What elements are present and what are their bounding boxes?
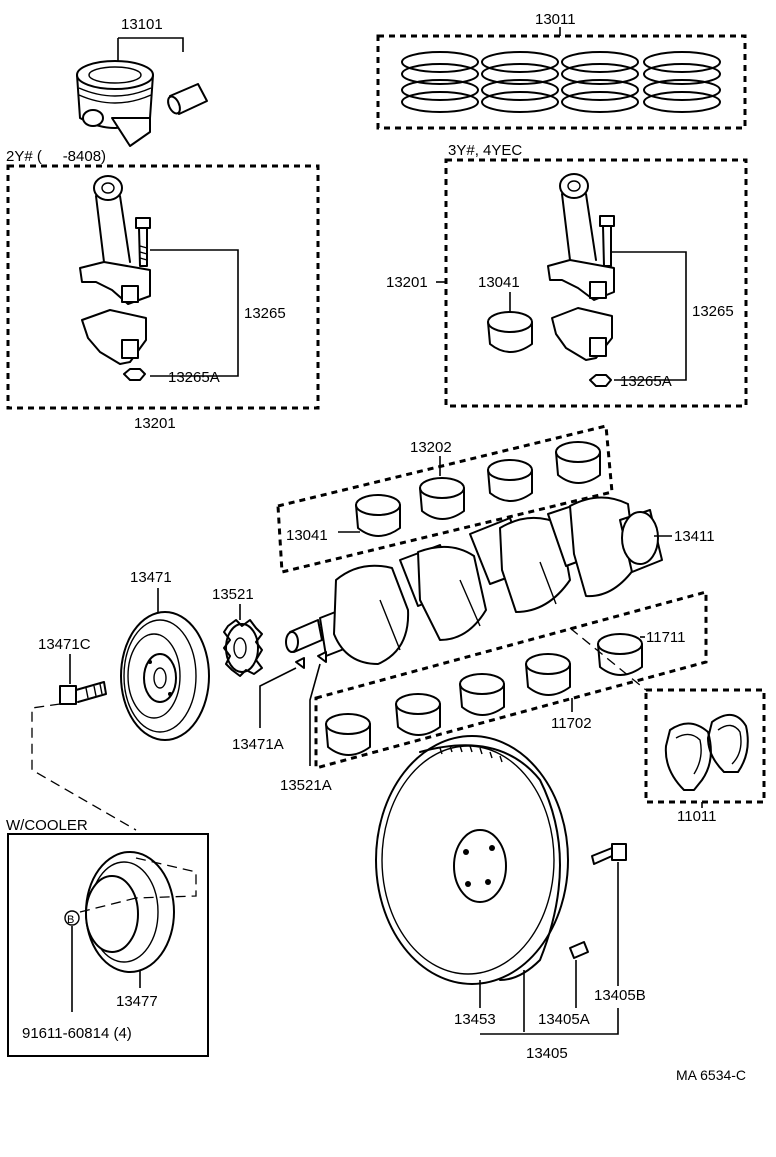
thrust-washer-icon-1 <box>664 722 712 791</box>
label-cooler-pulley: 13477 <box>116 993 158 1010</box>
piston-pin-icon <box>167 83 208 115</box>
thrust-washer-group: 11011 <box>569 627 766 825</box>
label-rod-nut-left: 13265A <box>168 369 220 386</box>
left-rod-group: 2Y# ( -8408) 13265 13265A 13201 <box>6 148 320 432</box>
label-rod-bearing-right: 13041 <box>478 274 520 291</box>
label-key-a: 13471A <box>232 736 284 753</box>
rod-bolt-icon-right <box>599 215 615 267</box>
label-crankshaft: 13411 <box>674 528 715 545</box>
rod-bolt-icon-left <box>135 217 151 267</box>
flywheel-group: 13453 13405A 13405B 13405 <box>375 735 646 1062</box>
label-main-bearing-set: 11702 <box>551 715 592 732</box>
piston-ring-icon-2 <box>481 51 559 113</box>
label-cooler-title: W/COOLER <box>6 817 88 834</box>
bearing-shell-icon-1 <box>355 494 401 537</box>
rod-nut-icon-right <box>589 374 612 387</box>
woodruff-key-group: 13471A 13521A <box>232 651 332 794</box>
key-icon-a <box>295 657 305 669</box>
cooler-group: W/COOLER B 13477 91611-60814 (4) <box>6 703 209 1057</box>
flywheel-pin-icon <box>569 941 589 959</box>
main-bearing-box <box>314 590 708 770</box>
left-rod-box <box>6 164 320 410</box>
pulley-bolt-icon <box>59 681 107 705</box>
label-bearing-set: 13202 <box>410 439 452 456</box>
label-rings: 13011 <box>535 11 576 28</box>
main-bearing-icon-3 <box>459 673 505 716</box>
right-rod-box <box>444 158 748 408</box>
flywheel-icon <box>375 735 569 985</box>
right-rod-group: 3Y#, 4YEC 13201 13041 13265 13265A <box>386 142 748 408</box>
label-rod-bolt-left: 13265 <box>244 305 286 322</box>
label-bearing-upper: 13041 <box>286 527 328 544</box>
flywheel-bolt-icon <box>591 843 627 865</box>
rings-box <box>376 34 747 130</box>
label-rod-bolt-right: 13265 <box>692 303 734 320</box>
crankshaft-group: 13411 <box>285 496 715 665</box>
key-icon-b <box>317 651 327 663</box>
connecting-rod-icon-left <box>79 175 151 365</box>
bearing-set-box <box>276 424 614 574</box>
label-thrust-washer: 11011 <box>677 808 717 825</box>
label-pulley-bolt: 13471C <box>38 636 91 653</box>
piston-ring-icon-4 <box>643 51 721 113</box>
label-flywheel-ring: 13453 <box>454 1011 496 1028</box>
main-bearing-icon-5 <box>597 633 643 676</box>
main-bearing-icon-4 <box>525 653 571 696</box>
connecting-rod-icon-right <box>547 173 615 361</box>
piston-rings-group: 13011 <box>376 11 747 130</box>
label-rod-right: 13201 <box>386 274 428 291</box>
thrust-washer-icon-2 <box>707 714 749 773</box>
callout-b-icon <box>64 910 80 926</box>
thrust-washer-box <box>644 688 766 804</box>
rod-bearing-icon-right <box>487 311 533 353</box>
piston-ring-icon-1 <box>401 51 479 113</box>
timing-gear-icon <box>223 619 263 677</box>
label-flywheel: 13405 <box>526 1045 568 1062</box>
bearing-shell-icon-3 <box>487 459 533 502</box>
label-main-bearing-1: 11711 <box>646 629 686 646</box>
timing-gear-group: 13521 <box>212 586 263 677</box>
crank-pulley-icon <box>120 611 210 741</box>
main-bearing-group: 11711 11702 <box>314 590 708 770</box>
cooler-box <box>7 833 209 1057</box>
bearing-shell-icon-4 <box>555 441 601 484</box>
label-variant-left: 2Y# ( -8408) <box>6 148 106 165</box>
piston-ring-icon-3 <box>561 51 639 113</box>
label-gear: 13521 <box>212 586 254 603</box>
label-rod-left: 13201 <box>134 415 176 432</box>
left-rod-leader <box>150 249 239 377</box>
rod-nut-icon-left <box>123 368 146 381</box>
label-piston: 13101 <box>121 16 163 33</box>
label-cooler-bolt: 91611-60814 (4) <box>22 1025 132 1042</box>
piston-leader <box>117 37 184 62</box>
piston-group: 13101 <box>76 16 208 147</box>
label-rod-nut-right: 13265A <box>620 373 672 390</box>
label-flywheel-pin: 13405A <box>538 1011 590 1028</box>
piston-icon <box>76 60 154 147</box>
drawing-code: MA 6534-C <box>676 1067 746 1083</box>
pulley-bolt-group: 13471C <box>38 636 107 705</box>
label-flywheel-bolt: 13405B <box>594 987 646 1004</box>
main-bearing-icon-2 <box>395 693 441 736</box>
label-callout-b: B <box>67 914 74 926</box>
crank-pulley-group: 13471 <box>120 569 210 741</box>
rod-bearing-set-group: 13202 13041 <box>276 424 614 574</box>
main-bearing-icon-1 <box>325 713 371 756</box>
cooler-pulley-icon <box>85 851 175 973</box>
label-variant-right: 3Y#, 4YEC <box>448 142 522 159</box>
label-key-b: 13521A <box>280 777 332 794</box>
crankshaft-icon <box>285 496 663 665</box>
bearing-shell-icon-2 <box>419 477 465 520</box>
label-pulley: 13471 <box>130 569 172 586</box>
